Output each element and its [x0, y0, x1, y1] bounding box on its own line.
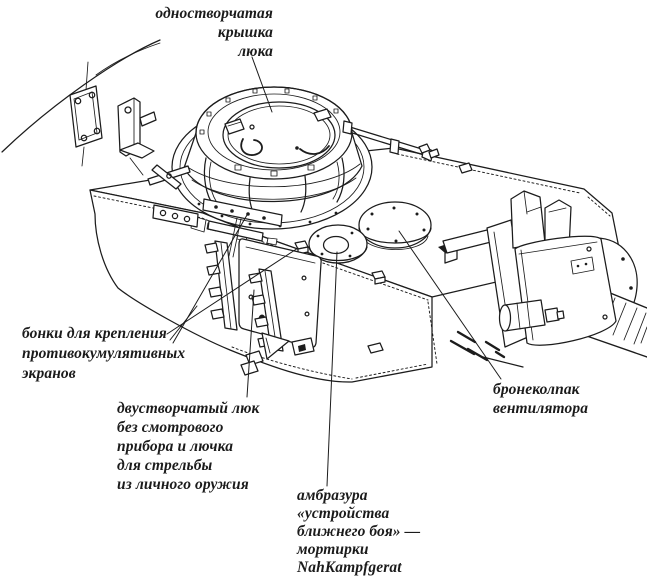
label-hatch-cover: одностворчатая крышка люка [155, 4, 273, 61]
label-embrasure: амбразура «устройства ближнего боя» — мо… [297, 487, 420, 577]
leader-vent-cover [398, 230, 502, 380]
leader-hatch-cover [251, 56, 273, 113]
commander-cupola [171, 86, 373, 246]
label-line: «устройства [297, 505, 390, 522]
label-line: противокумулятивных [22, 345, 186, 362]
label-line: из личного оружия [117, 476, 249, 493]
label-side-hatch: двустворчатый люк без смотрового прибора… [117, 399, 259, 494]
label-line: прибора и лючка [117, 438, 234, 455]
label-line: бонки для крепления [22, 325, 167, 342]
label-line: одностворчатая [155, 5, 273, 22]
leader-embrasure [326, 251, 338, 487]
label-line: без смотрового [117, 419, 224, 436]
leader-lines [166, 56, 502, 487]
label-line: люка [238, 43, 273, 60]
label-line: NahKampfgerat [297, 559, 402, 576]
roof-fittings [147, 120, 473, 354]
label-line: для стрельбы [117, 457, 213, 474]
label-line: ближнего боя» — [297, 523, 421, 540]
embrasure-port [308, 224, 368, 264]
cupola-hatch-lid [222, 101, 336, 169]
leader-side-hatch [246, 289, 255, 398]
label-line: двустворчатый люк [117, 400, 260, 417]
label-line: мортирки [297, 541, 369, 558]
gun-mantlet [442, 190, 647, 368]
label-line: экранов [22, 365, 76, 382]
screen-mounting-plate [69, 61, 103, 167]
leader-bonki-2 [166, 247, 299, 335]
label-line: крышка [217, 24, 273, 41]
screen-mounting-bracket [117, 97, 157, 176]
label-line: бронеколпак [493, 381, 580, 398]
hull-arc [1, 39, 161, 153]
label-vent-cover: бронеколпак вентилятора [493, 380, 588, 418]
label-line: амбразура [297, 487, 368, 504]
label-line: вентилятора [493, 400, 589, 417]
leader-bonki-3 [169, 305, 198, 341]
side-hatch [204, 238, 322, 376]
label-bonki: бонки для крепления противокумулятивных … [22, 324, 185, 384]
